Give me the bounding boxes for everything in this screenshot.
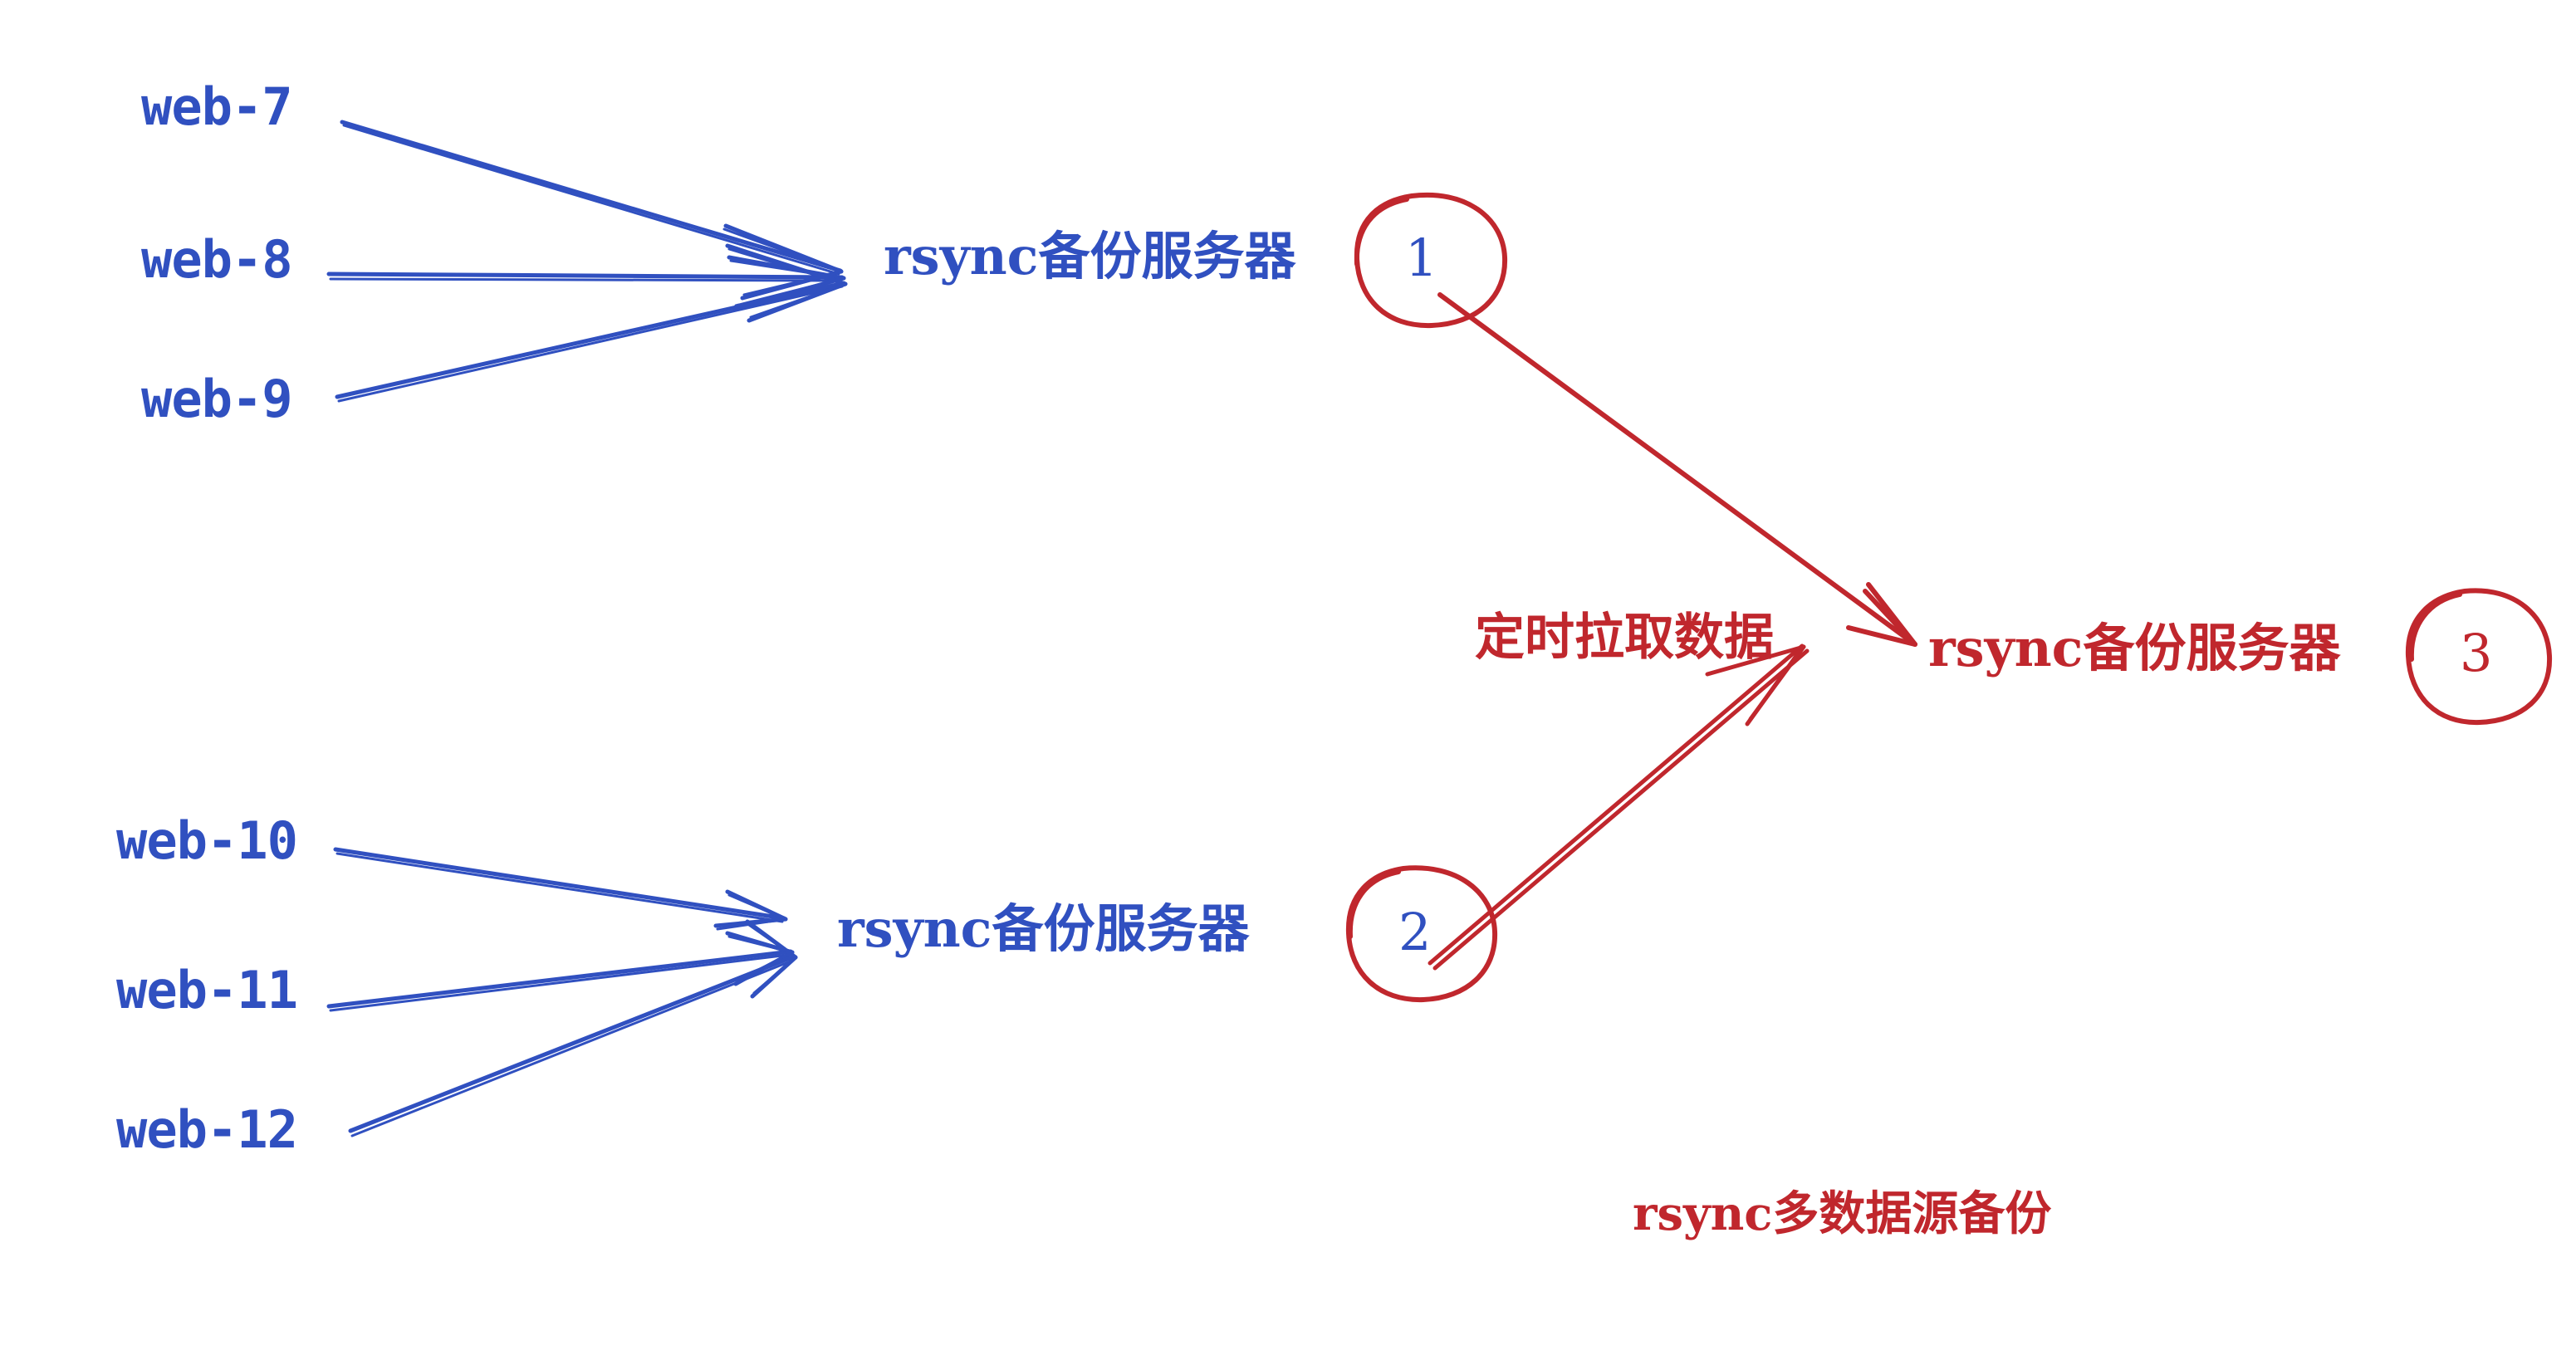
server-1-latin: rsync — [884, 226, 1039, 286]
server-1-cjk: 备份服务器 — [1038, 226, 1296, 286]
edge-web7-to-server1 — [340, 120, 844, 301]
edge-server1-to-server3 — [1437, 292, 1917, 647]
server-node-2[interactable]: rsync备份服务器 — [837, 903, 1249, 955]
source-label-web-12[interactable]: web-12 — [116, 1099, 298, 1160]
server-3-latin: rsync — [1928, 618, 2084, 678]
edge-web11-to-server2 — [326, 931, 795, 1012]
server-node-1[interactable]: rsync备份服务器 — [884, 231, 1295, 282]
edge-server2-to-server3 — [1428, 643, 1810, 971]
edge-web10-to-server2 — [333, 847, 788, 931]
server-2-badge-number: 2 — [1398, 902, 1432, 962]
diagram-caption: rsync多数据源备份 — [1633, 1191, 2051, 1238]
server-node-3[interactable]: rsync备份服务器 — [1928, 623, 2340, 674]
edge-web8-to-server1 — [326, 255, 846, 311]
caption-latin: rsync — [1633, 1186, 1773, 1241]
source-label-web-11[interactable]: web-11 — [116, 960, 298, 1020]
server-1-badge-number: 1 — [1405, 227, 1438, 288]
edge-web9-to-server1 — [335, 243, 848, 403]
edge-label-scheduled-pull: 定时拉取数据 — [1475, 609, 1774, 667]
server-3-badge-number: 3 — [2460, 623, 2493, 683]
source-label-web-9[interactable]: web-9 — [141, 369, 293, 429]
caption-cjk: 多数据源备份 — [1772, 1187, 2052, 1241]
edge-web12-to-server2 — [348, 919, 798, 1137]
server-2-latin: rsync — [837, 898, 992, 959]
source-label-web-7[interactable]: web-7 — [141, 76, 293, 137]
server-2-cjk: 备份服务器 — [992, 898, 1250, 959]
source-label-web-8[interactable]: web-8 — [141, 229, 293, 290]
source-label-web-10[interactable]: web-10 — [116, 810, 298, 871]
server-3-cjk: 备份服务器 — [2083, 618, 2341, 678]
